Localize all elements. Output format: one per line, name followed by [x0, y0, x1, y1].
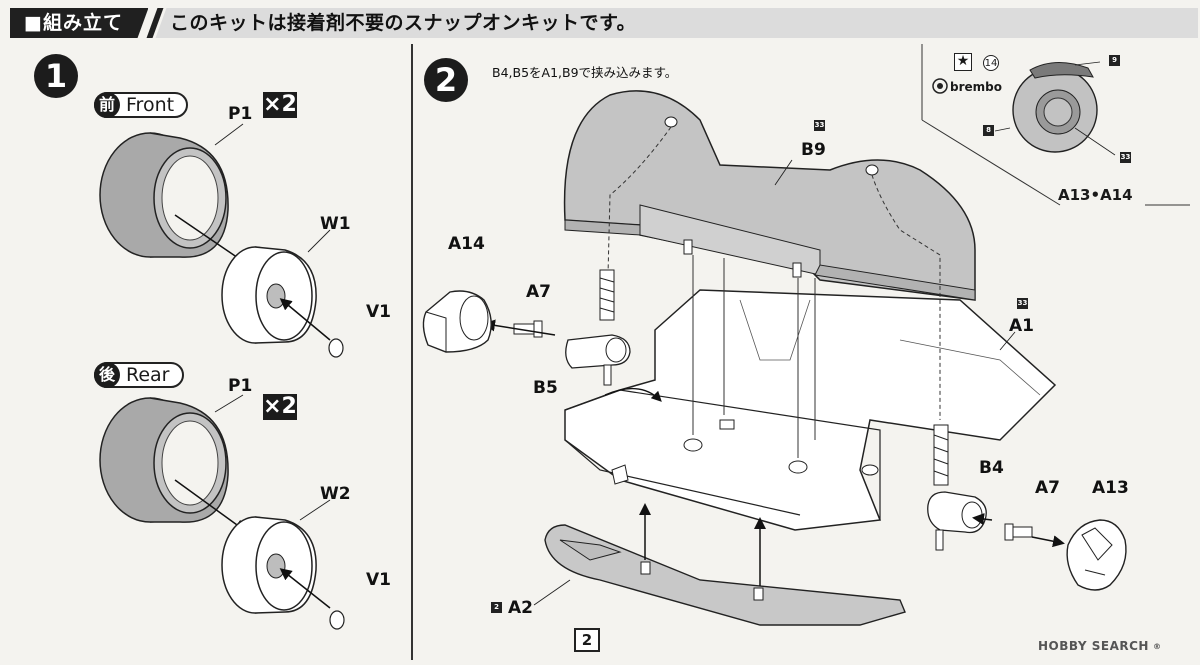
label-b4: B4 — [979, 458, 1004, 478]
rear-label: Rear — [126, 364, 170, 386]
strut-b5 — [565, 269, 631, 386]
label-front-v1: V1 — [366, 302, 391, 322]
label-front-p1: P1 — [228, 104, 253, 124]
front-wheel-w1 — [221, 246, 317, 344]
header-notice: このキットは接着剤不要のスナップオンキットです。 — [170, 12, 637, 34]
label-front-w1: W1 — [320, 214, 351, 234]
brake-a14 — [422, 290, 492, 353]
watermark-registered-mark: ® — [1152, 641, 1162, 651]
label-b9: B9 — [801, 140, 826, 160]
front-tag: 前 Front — [94, 92, 189, 118]
front-label: Front — [126, 94, 175, 116]
label-a13: A13 — [1092, 478, 1129, 498]
inset-parts-label: A13•A14 — [1058, 186, 1133, 204]
paint-code-disc: 8 — [983, 125, 994, 136]
arrow-p1-to-w2 — [174, 479, 247, 532]
inset-brake-detail — [921, 44, 1190, 206]
arrow-p1-to-w1 — [174, 214, 247, 264]
arrow-v1-to-w1 — [279, 298, 331, 341]
paint-code-a2: 2 — [491, 602, 502, 613]
label-rear-w2: W2 — [320, 484, 351, 504]
hobby-search-watermark: HOBBY SEARCH ® — [1038, 639, 1161, 653]
section-title: ■組み立て — [10, 8, 148, 38]
rear-qty-badge: ×2 — [263, 394, 297, 420]
label-a14: A14 — [448, 234, 485, 254]
body-b9 — [563, 90, 976, 301]
label-rear-p1: P1 — [228, 376, 253, 396]
brembo-logo: brembo — [950, 80, 1002, 94]
paint-code-caliper: 9 — [1109, 55, 1120, 66]
step-1-number: 1 — [34, 54, 78, 98]
front-cap-v1 — [328, 338, 344, 358]
step-2-instruction: B4,B5をA1,B9で挟み込みます。 — [492, 65, 678, 80]
strut-b4 — [927, 424, 987, 551]
front-tire-p1 — [99, 132, 229, 258]
label-b5: B5 — [533, 378, 558, 398]
star-paint-icon: ★ — [954, 53, 972, 71]
rear-tag: 後 Rear — [94, 362, 184, 388]
arrow-v1-to-w2 — [279, 568, 331, 609]
chassis-a1 — [564, 289, 1057, 531]
front-kanji: 前 — [94, 92, 120, 118]
brembo-text: brembo — [950, 80, 1002, 94]
pin-a7-right — [1004, 523, 1033, 541]
rear-tire-p1 — [99, 397, 229, 523]
watermark-text: HOBBY SEARCH — [1038, 639, 1149, 653]
label-a7-right: A7 — [1035, 478, 1060, 498]
label-a2: A2 — [508, 598, 533, 618]
panel-divider — [411, 44, 413, 660]
front-qty-badge: ×2 — [263, 92, 297, 118]
brake-a13 — [1066, 519, 1127, 591]
paint-code-b9: 33 — [814, 120, 825, 131]
header-band — [10, 8, 1198, 38]
page-number: 2 — [574, 628, 600, 652]
step-2-number: 2 — [424, 58, 468, 102]
label-a7-left: A7 — [526, 282, 551, 302]
rear-wheel-w2 — [221, 516, 317, 614]
label-rear-v1: V1 — [366, 570, 391, 590]
label-a1: A1 — [1009, 316, 1034, 336]
rear-cap-v1 — [329, 610, 345, 630]
front-spoiler-a2 — [544, 524, 906, 626]
rear-kanji: 後 — [94, 362, 120, 388]
paint-code-hub: 33 — [1120, 152, 1131, 163]
paint-number-circle: 14 — [983, 55, 999, 71]
paint-code-a1: 33 — [1017, 298, 1028, 309]
